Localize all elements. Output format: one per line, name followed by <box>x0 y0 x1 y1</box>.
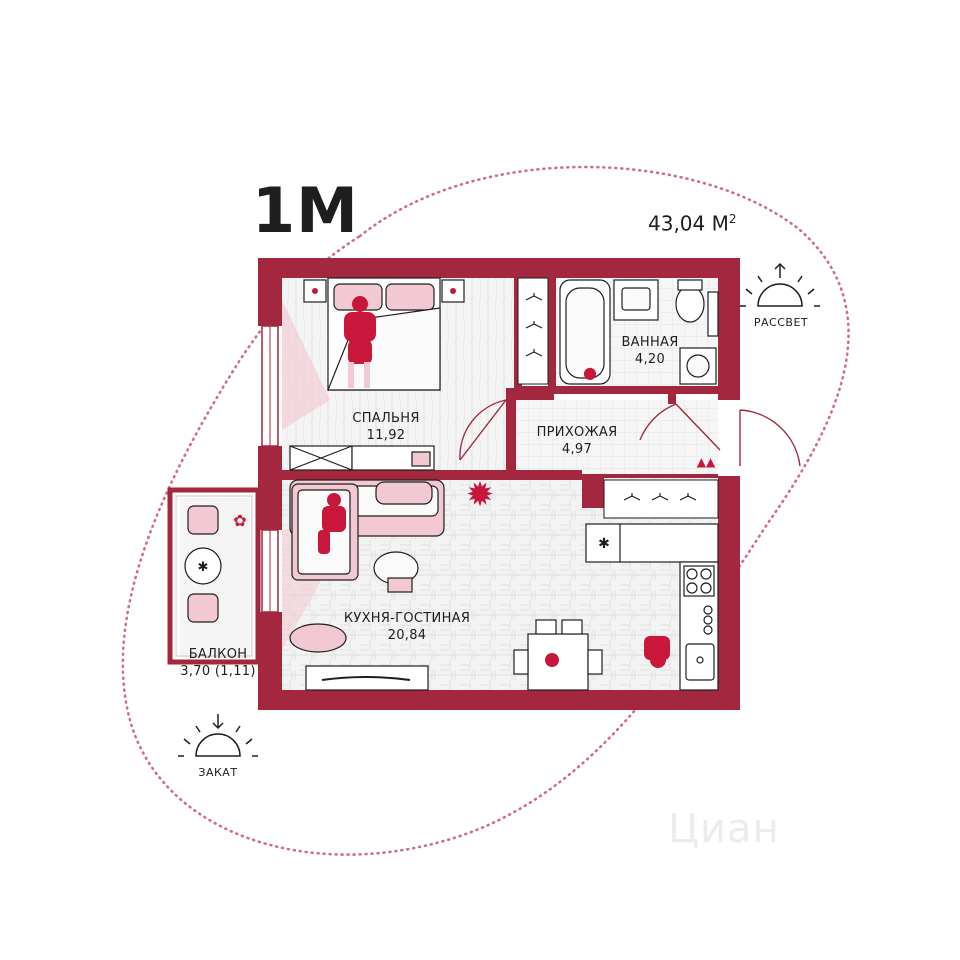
bathroom-label: ВАННАЯ 4,20 <box>612 334 688 368</box>
kitchen-living-label: КУХНЯ-ГОСТИНАЯ 20,84 <box>342 610 472 644</box>
bathroom-area: 4,20 <box>634 352 666 367</box>
living-person <box>318 493 346 554</box>
sunset-label: ЗАКАТ <box>198 766 238 779</box>
bathroom-name: ВАННАЯ <box>621 335 679 350</box>
walls <box>258 258 740 710</box>
kitchen-living-name: КУХНЯ-ГОСТИНАЯ <box>343 611 471 626</box>
sunset-icon <box>178 714 258 757</box>
total-area: 43,04 М2 <box>648 206 737 237</box>
rubber-duck-icon: ● <box>583 363 597 382</box>
total-area-value: 43,04 <box>648 211 706 236</box>
bedroom-name: СПАЛЬНЯ <box>352 411 420 426</box>
apartment-type-label: 1М <box>252 174 359 247</box>
bathroom-fixtures <box>559 279 719 385</box>
bedroom-area: 11,92 <box>366 428 406 443</box>
hallway-closet <box>603 479 719 519</box>
snowflake-icon: ✱ <box>598 536 610 552</box>
sun-path-orbit <box>121 165 850 856</box>
kitchen-fixtures <box>513 523 719 691</box>
watermark: Циан <box>668 806 780 852</box>
plate-icon <box>545 653 559 667</box>
total-area-unit: М <box>711 211 729 236</box>
balcony-area: 3,70 (1,11) <box>180 664 256 679</box>
balcony-label: БАЛКОН 3,70 (1,11) <box>176 646 260 680</box>
svg-text:✿: ✿ <box>233 511 246 530</box>
balcony-name: БАЛКОН <box>188 647 248 662</box>
kitchen-living-area: 20,84 <box>387 628 427 643</box>
floor-plant-icon: ✹ <box>466 475 495 515</box>
balcony-frame <box>167 487 261 665</box>
balcony-furniture: ✱ ✿ <box>184 505 247 623</box>
hallway-hangers <box>623 493 697 501</box>
hanger-icons <box>525 293 543 357</box>
bedroom-furniture <box>289 277 465 471</box>
sunrise-label: РАССВЕТ <box>753 316 809 329</box>
hallway-label: ПРИХОЖАЯ 4,97 <box>532 424 622 458</box>
svg-text:✱: ✱ <box>198 560 209 575</box>
doors <box>459 399 801 467</box>
hallway-area: 4,97 <box>561 442 593 457</box>
bedroom-person <box>344 296 376 388</box>
bedroom-wardrobe <box>517 277 549 385</box>
hallway-name: ПРИХОЖАЯ <box>536 425 618 440</box>
shoes-icon: ▲▲ <box>697 455 716 469</box>
bedroom-label: СПАЛЬНЯ 11,92 <box>346 410 426 444</box>
kitchen-person <box>644 636 670 668</box>
sunrise-icon <box>740 262 820 307</box>
bedroom-light <box>282 300 330 430</box>
total-area-sup: 2 <box>728 212 737 226</box>
